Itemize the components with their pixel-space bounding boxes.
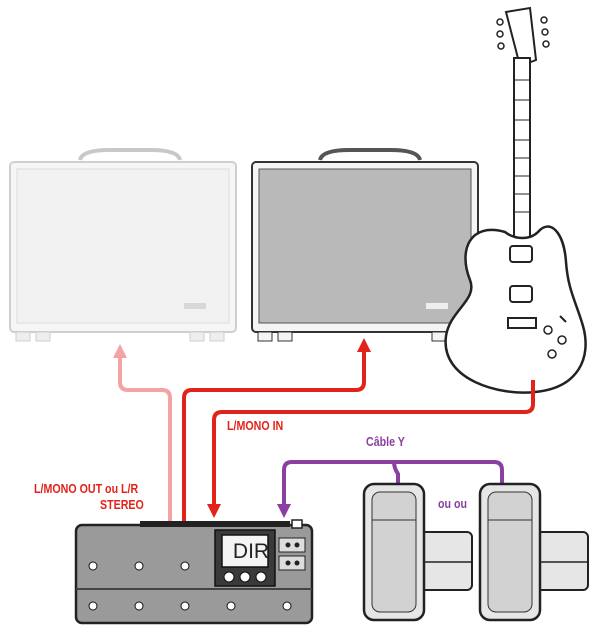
expression-pedal-icon <box>478 482 589 622</box>
amplifier-left-icon <box>9 148 237 342</box>
label-or-or: ou ou <box>438 496 468 511</box>
display-text: DIR <box>232 540 270 563</box>
pedalboard-icon <box>74 519 314 625</box>
expression-pedal-icon <box>362 482 473 622</box>
label-mono-in: L/MONO IN <box>227 418 284 433</box>
cable-mono-out-red <box>182 338 371 526</box>
amplifier-right-icon <box>251 148 479 342</box>
label-stereo: STEREO <box>100 497 144 512</box>
cable-mono-out-light <box>113 344 172 526</box>
guitar-icon <box>444 6 587 394</box>
label-cable-y: Câble Y <box>366 434 405 449</box>
cable-mono-in-red <box>207 380 535 518</box>
cable-y-purple <box>277 460 504 518</box>
label-mono-out: L/MONO OUT ou L/R <box>34 481 139 496</box>
